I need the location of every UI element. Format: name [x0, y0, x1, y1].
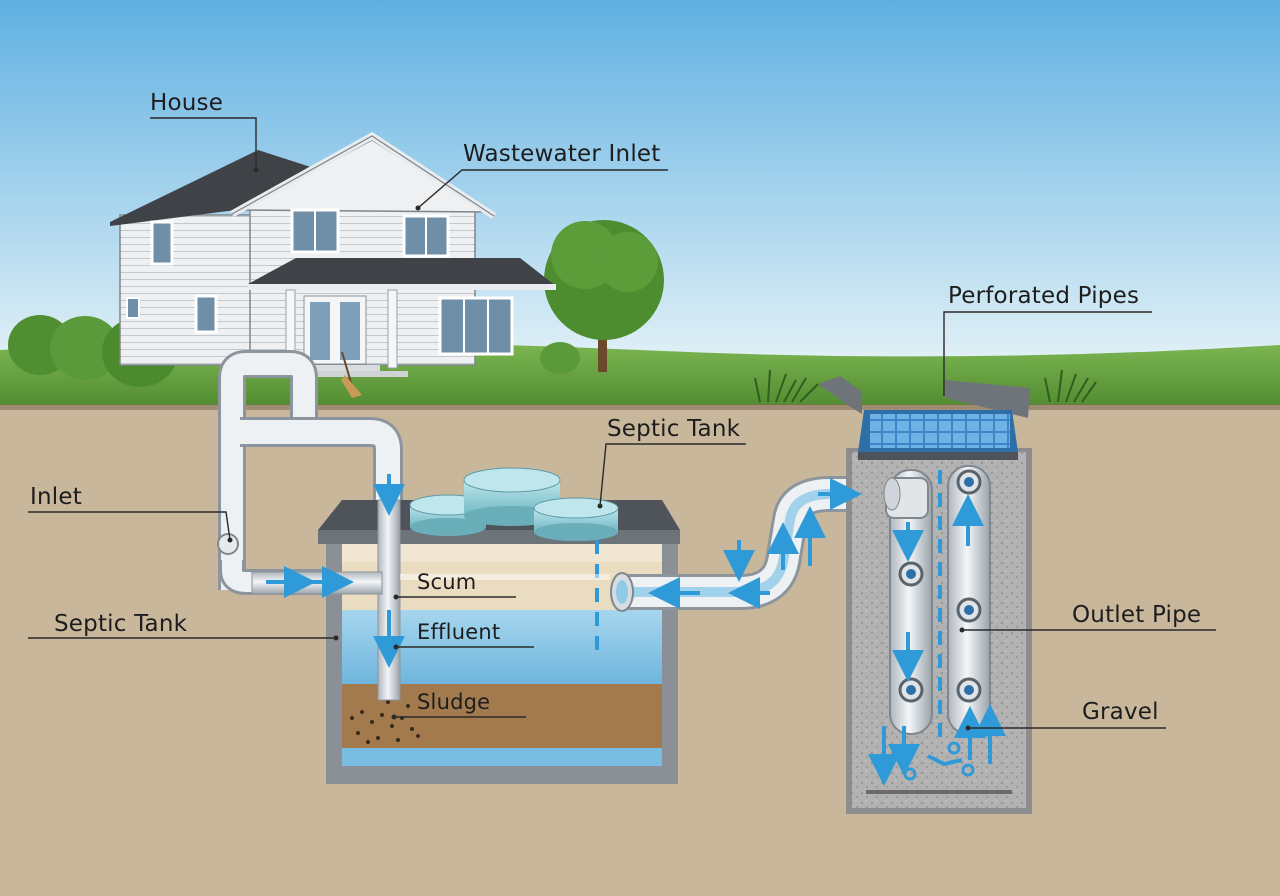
label-scum: Scum: [417, 570, 477, 594]
septic-tank: [251, 467, 680, 784]
flow-arrows: [266, 474, 1006, 786]
drain-field: [754, 369, 1097, 814]
label-sludge: Sludge: [417, 690, 491, 714]
label-perforated-pipes: Perforated Pipes: [948, 283, 1140, 309]
leader-lines: [28, 117, 1216, 729]
house: [110, 131, 556, 398]
label-septic-tank-left: Septic Tank: [54, 611, 188, 637]
label-wastewater-inlet: Wastewater Inlet: [463, 141, 661, 167]
label-inlet: Inlet: [30, 484, 82, 510]
label-outlet-pipe: Outlet Pipe: [1072, 602, 1202, 628]
tree: [544, 220, 664, 372]
inlet-pipe: [217, 350, 403, 595]
label-effluent: Effluent: [417, 620, 501, 644]
leader-dots: [227, 167, 971, 731]
label-gravel: Gravel: [1082, 699, 1159, 725]
label-septic-tank-top: Septic Tank: [607, 416, 741, 442]
label-house: House: [150, 90, 224, 116]
